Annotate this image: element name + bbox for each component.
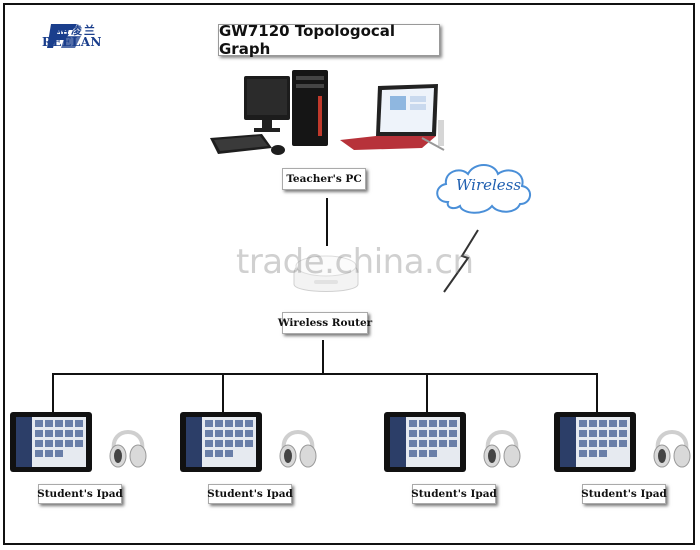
student-ipad-label: Student's Ipad xyxy=(37,484,123,504)
tablet-laptop-icon xyxy=(340,84,445,151)
desktop-pc-icon xyxy=(210,70,328,155)
connector-drop-1 xyxy=(52,373,54,415)
logo-chinese-text: 格凌兰 xyxy=(58,24,97,37)
student-ipad-label: Student's Ipad xyxy=(411,484,497,504)
logo-english-text: REELAN xyxy=(42,35,102,49)
wireless-cloud-icon xyxy=(436,164,531,214)
ipad-icon xyxy=(180,412,262,472)
wireless-label: Wireless xyxy=(456,176,522,194)
connector-drop-2 xyxy=(222,373,224,415)
connector-pc-router xyxy=(326,198,328,246)
student-station: Student's Ipad xyxy=(384,410,524,510)
headphones-icon xyxy=(483,430,521,468)
connector-bus xyxy=(52,373,598,375)
student-ipad-label: Student's Ipad xyxy=(207,484,293,504)
connector-drop-4 xyxy=(596,373,598,415)
diagram-title: GW7120 Topologocal Graph xyxy=(218,22,440,58)
wireless-router-label: Wireless Router xyxy=(278,312,372,334)
reelan-logo xyxy=(47,24,81,48)
student-station: Student's Ipad xyxy=(554,410,694,510)
diagram-frame xyxy=(3,3,695,545)
connector-router-bus xyxy=(322,340,324,374)
connector-drop-3 xyxy=(426,373,428,415)
ipad-icon xyxy=(10,412,92,472)
ipad-icon xyxy=(554,412,636,472)
wireless-router-icon xyxy=(293,255,359,292)
headphones-icon xyxy=(653,430,691,468)
ipad-icon xyxy=(384,412,466,472)
student-ipad-label: Student's Ipad xyxy=(581,484,667,504)
wireless-signal-icon xyxy=(443,229,479,293)
student-station: Student's Ipad xyxy=(10,410,150,510)
teacher-pc-label: Teacher's PC xyxy=(282,168,366,190)
student-station: Student's Ipad xyxy=(180,410,320,510)
watermark-text: trade.china.cn xyxy=(236,242,474,282)
headphones-icon xyxy=(279,430,317,468)
headphones-icon xyxy=(109,430,147,468)
